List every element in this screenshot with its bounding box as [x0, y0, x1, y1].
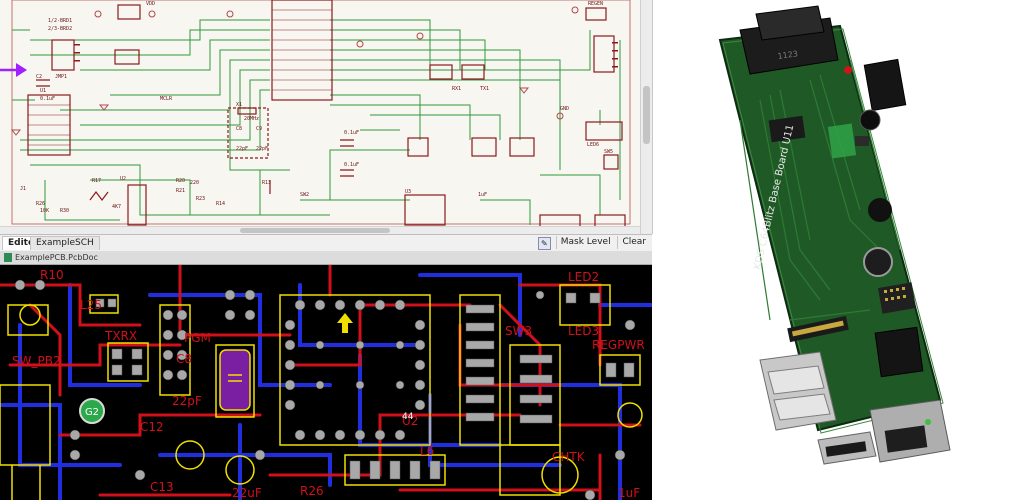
schematic-horizontal-scrollbar[interactable] — [0, 226, 640, 234]
sch-label-r3-val: 4K7 — [112, 204, 121, 210]
pcb-label-c12: C12 — [140, 420, 164, 434]
sch-label-sw5: SW5 — [604, 149, 613, 155]
pcb-canvas[interactable]: G2 SW_PB2 L25 TXRX PGM C8 22pF C12 C13 S… — [0, 265, 652, 500]
pcb-label-r10: R10 — [40, 268, 64, 282]
arrow-marker-icon — [0, 63, 27, 77]
scroll-thumb[interactable] — [643, 86, 650, 144]
sch-label-c2: C2 — [36, 74, 42, 80]
pcb-document-header[interactable]: ExamplePCB.PcbDoc — [0, 251, 652, 265]
sch-label-x1-val: 20MHz — [244, 116, 259, 122]
tab-example-sch[interactable]: ExampleSCH — [30, 236, 100, 250]
pcb-label-led3: LED3 — [568, 324, 599, 338]
sch-label-c13-val: 1uF — [478, 192, 487, 198]
sch-net-2: 2/3-BRD2 — [48, 26, 72, 32]
editor-toolbar: ✎ Mask Level Clear — [537, 236, 650, 250]
sch-label-c9: C9 — [256, 126, 262, 132]
sch-label-r26: R26 — [36, 201, 45, 207]
pcb-label-1uf: 1uF — [618, 486, 640, 500]
db9-label: 1123 — [777, 49, 798, 61]
sheet-icon — [4, 253, 12, 262]
sch-net-3: RX1 — [452, 86, 461, 92]
pcb-label-led2: LED2 — [568, 270, 599, 284]
sch-label-gnd: GND — [560, 106, 569, 112]
clear-button[interactable]: Clear — [617, 236, 650, 249]
sch-label-r30: R30 — [60, 208, 69, 214]
sch-label-r23: R23 — [196, 196, 205, 202]
pcb-label-txrx: TXRX — [104, 329, 137, 343]
pcb-label-22pf: 22pF — [172, 394, 202, 408]
sch-label-c8-val: 22pF — [236, 146, 248, 152]
pcb-label-l6: L6 — [420, 444, 434, 458]
sch-label-r13: R13 — [262, 180, 271, 186]
sch-net-5: MCLR — [160, 96, 173, 102]
sch-label-r2-val: 10K — [40, 208, 49, 214]
pcb-layout-pane[interactable]: G2 SW_PB2 L25 TXRX PGM C8 22pF C12 C13 S… — [0, 265, 652, 500]
sch-label-c8: C8 — [236, 126, 242, 132]
pcb-label-22uf: 22uF — [232, 486, 262, 500]
pcb-crystal[interactable] — [219, 349, 251, 411]
sch-label-c14-val: 0.1uF — [344, 162, 359, 168]
editor-tab-bar: Editor ExampleSCH ✎ Mask Level Clear — [0, 234, 652, 252]
sch-label-jmp1: JMP1 — [55, 74, 67, 80]
sch-label-x1: X1 — [236, 102, 242, 108]
pcb-label-l25: L25 — [80, 298, 102, 312]
sch-label-r21: R21 — [176, 188, 185, 194]
pcb-label-sw3: SW3 — [505, 324, 532, 338]
board-photo: 1123 KDS C64Blitz Base Board U11 — [700, 0, 1024, 500]
pcb-label-u2: U2 — [402, 414, 418, 428]
sch-label-j1: J1 — [20, 186, 26, 192]
sch-label-led: LED6 — [587, 142, 599, 148]
pcb-label-c8: C8 — [176, 352, 192, 366]
sch-label-reg: REGEN — [588, 1, 603, 7]
sch-label-u1: U1 — [40, 88, 46, 94]
mask-level-button[interactable]: Mask Level — [555, 236, 615, 249]
pcb-document-title: ExamplePCB.PcbDoc — [15, 253, 98, 262]
sch-label-vdd: VDD — [146, 1, 155, 7]
schematic-canvas[interactable]: JMP1 U1 C2 0.1uF X1 20MHz C8 22pF C9 22p… — [0, 0, 640, 226]
sch-label-r1-val: 220 — [190, 180, 199, 186]
pcb-label-regpwr: REGPWR — [592, 338, 645, 352]
sch-label-sw2: SW2 — [300, 192, 309, 198]
sch-label-c9-val: 22pF — [256, 146, 268, 152]
schematic-editor-pane[interactable]: JMP1 U1 C2 0.1uF X1 20MHz C8 22pF C9 22p… — [0, 0, 653, 234]
pcb-label-r26: R26 — [300, 484, 324, 498]
pcb-label-pgm: PGM — [184, 331, 211, 345]
schematic-vertical-scrollbar[interactable] — [640, 0, 652, 234]
pcb-label-sw-pb2: SW_PB2 — [12, 354, 61, 368]
pcb-label-chtk: CHTK — [552, 450, 586, 464]
pcb-label-44: 44 — [402, 412, 414, 422]
pcb-label-g2: G2 — [85, 407, 99, 418]
pcb-label-c13: C13 — [150, 480, 174, 494]
editor-icon[interactable]: ✎ — [537, 237, 551, 250]
sch-label-r14: R14 — [216, 201, 225, 207]
sch-label-c12-val: 0.1uF — [344, 130, 359, 136]
sch-net-1: 1/2-BRD1 — [48, 18, 72, 24]
scroll-thumb[interactable] — [240, 228, 390, 233]
sch-label-u3: U3 — [405, 189, 411, 195]
sch-label-u2: U2 — [120, 176, 126, 182]
sch-label-r17: R17 — [92, 178, 101, 184]
sch-label-c1-val: 0.1uF — [40, 96, 55, 102]
sch-label-r20: R20 — [176, 178, 185, 184]
sch-net-4: TX1 — [480, 86, 489, 92]
